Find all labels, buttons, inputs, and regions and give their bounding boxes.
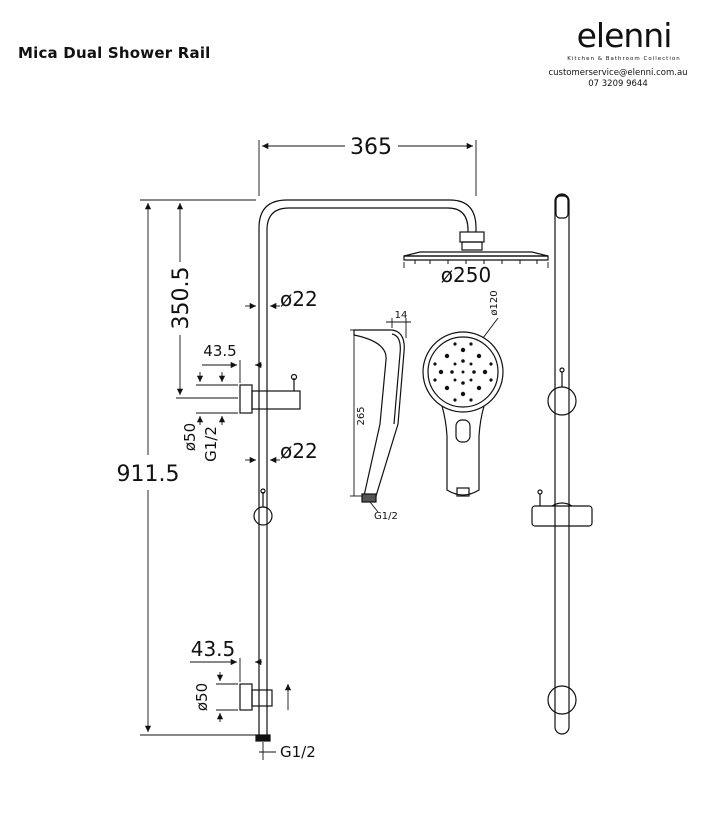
dim-thread-upper: G1/2 [202, 426, 220, 462]
dim-shower-head-dia: ø250 [441, 263, 491, 287]
dimension-lines [140, 140, 549, 760]
contact-info: customerservice@elenni.com.au 07 3209 96… [538, 68, 698, 90]
side-rail [531, 193, 593, 735]
dim-handset-thread: G1/2 [374, 511, 398, 522]
dim-bracket-offset-lower: 43.5 [191, 637, 236, 661]
dim-handset-length: 265 [356, 406, 367, 425]
dim-handset-depth: 14 [395, 310, 408, 321]
brand-name: elenni [576, 16, 673, 55]
dim-bracket-dia-lower: ø50 [193, 683, 211, 711]
dim-arm-width: 365 [350, 135, 392, 160]
page-title: Mica Dual Shower Rail [18, 44, 211, 62]
dim-bracket-dia-upper: ø50 [181, 423, 199, 451]
dim-pipe-dia-top: ø22 [280, 287, 318, 311]
dim-handset-face-dia: ø120 [489, 290, 500, 315]
brand-logo: elenni Kitchen & Bathroom Collection [564, 16, 684, 63]
handset-nozzles [433, 342, 493, 402]
handset-face [422, 331, 504, 497]
dim-thread-lower: G1/2 [280, 743, 316, 761]
dim-upper-height: 350.5 [169, 267, 194, 330]
dim-total-height: 911.5 [117, 462, 180, 487]
contact-phone: 07 3209 9644 [588, 79, 648, 89]
brand-tagline: Kitchen & Bathroom Collection [567, 56, 681, 62]
contact-email: customerservice@elenni.com.au [548, 68, 688, 78]
front-rail [239, 199, 549, 742]
dim-pipe-dia-mid: ø22 [280, 439, 318, 463]
shower-head-nozzles [414, 260, 538, 264]
handset-side [353, 329, 405, 503]
dim-bracket-offset-upper: 43.5 [203, 342, 236, 360]
